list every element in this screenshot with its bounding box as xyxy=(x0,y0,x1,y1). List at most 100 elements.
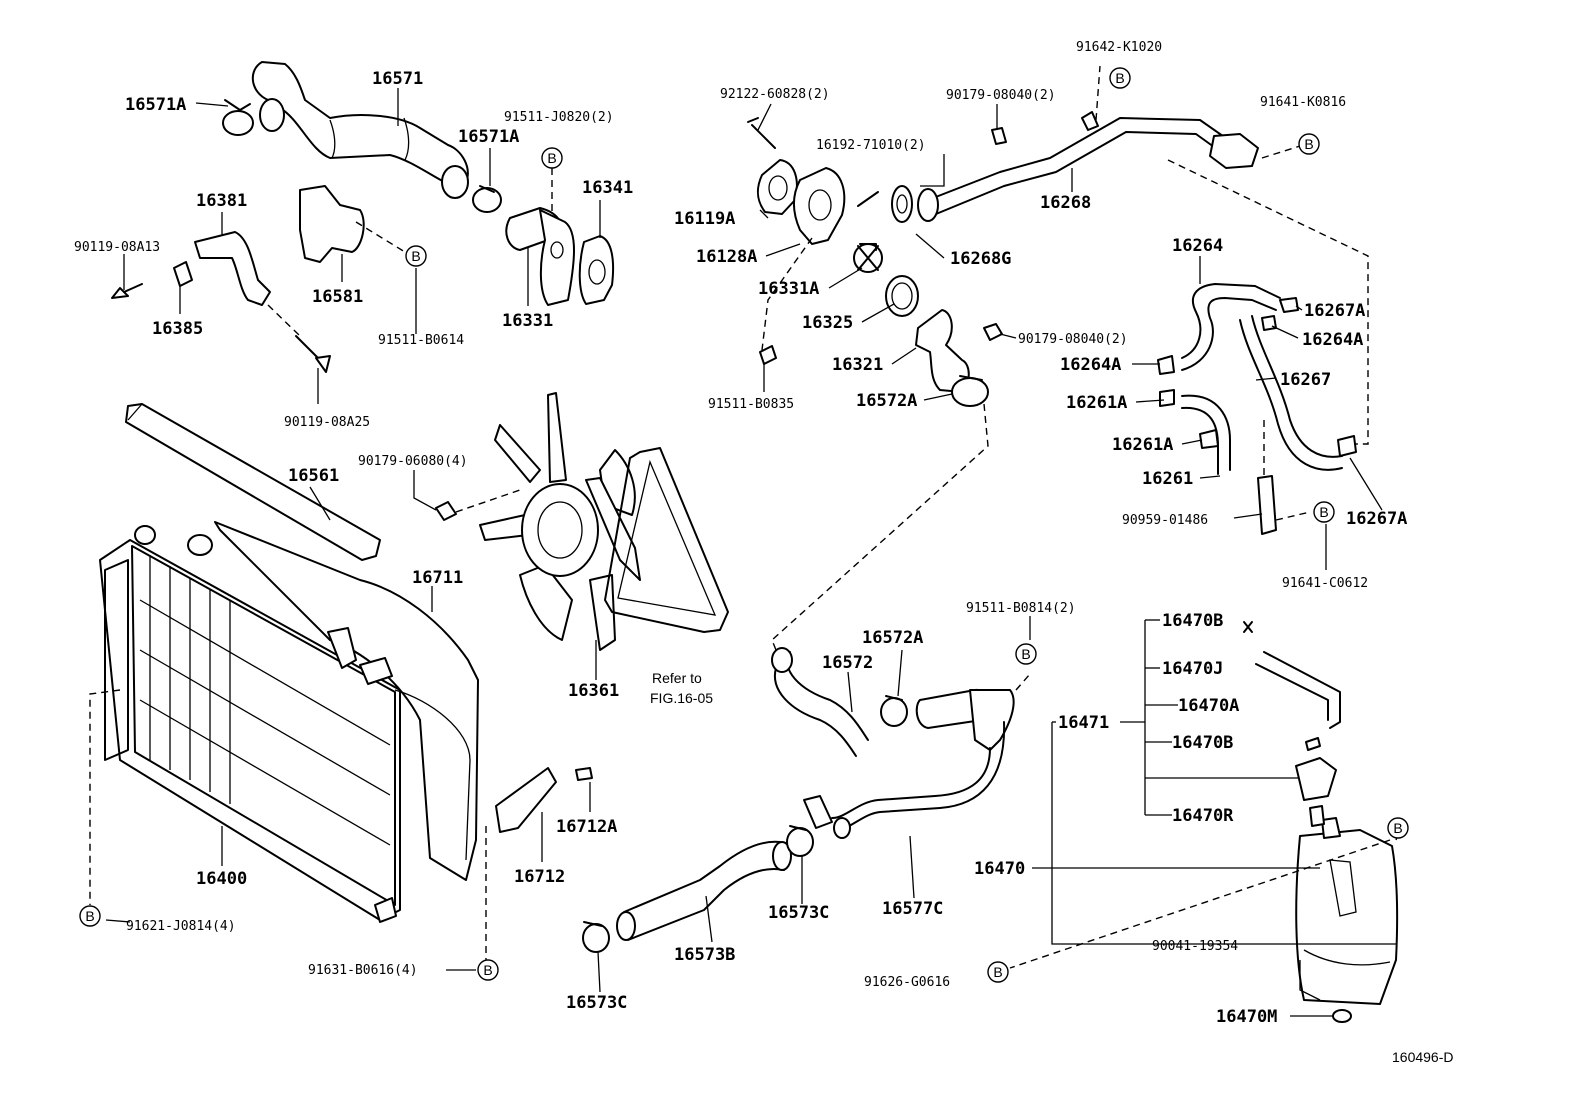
mounting-brackets-radiator xyxy=(327,627,397,923)
label-90179-06080: 90179-06080(4) xyxy=(358,454,468,469)
bolt-90119-08A13 xyxy=(111,283,143,299)
label-16261A-lower: 16261A xyxy=(1112,435,1173,455)
leader-16581-B xyxy=(355,221,406,253)
gasket-16325 xyxy=(885,275,919,317)
label-92122-60828: 92122-60828(2) xyxy=(720,87,830,102)
clip-16712A xyxy=(575,767,593,781)
stud-16192-71010 xyxy=(857,191,879,207)
svg-text:B: B xyxy=(483,962,492,978)
label-16321: 16321 xyxy=(832,355,883,375)
label-16331: 16331 xyxy=(502,311,553,331)
label-91621-J0814: 91621-J0814(4) xyxy=(126,919,236,934)
label-16400: 16400 xyxy=(196,869,247,889)
svg-text:B: B xyxy=(1021,646,1030,662)
label-16712: 16712 xyxy=(514,867,565,887)
label-90119-08A13: 90119-08A13 xyxy=(74,240,160,255)
label-16119A: 16119A xyxy=(674,209,735,229)
label-16268G: 16268G xyxy=(950,249,1011,269)
label-refer-to-line1: Refer to xyxy=(652,670,702,686)
label-16572A-upper: 16572A xyxy=(856,391,917,411)
hose-clamp-16571A-right xyxy=(472,185,502,213)
clamp-16470B-lower xyxy=(1305,737,1321,751)
leader-bracket-B xyxy=(1275,511,1311,521)
hose-bracket-90959-01486 xyxy=(1257,475,1277,535)
label-16573B: 16573B xyxy=(674,945,735,965)
label-16711: 16711 xyxy=(412,568,463,588)
bolt-marker-b-7: B xyxy=(1387,817,1409,839)
label-16264A-right: 16264A xyxy=(1302,330,1363,350)
heater-hose-16264 xyxy=(1181,283,1281,371)
label-16268: 16268 xyxy=(1040,193,1091,213)
label-16470: 16470 xyxy=(974,859,1025,879)
label-16361: 16361 xyxy=(568,681,619,701)
label-91511-B0835: 91511-B0835 xyxy=(708,397,794,412)
label-refer-to-line2: FIG.16-05 xyxy=(650,690,713,706)
bracket-16581 xyxy=(299,185,365,263)
reservoir-bracket-16470 xyxy=(1295,757,1337,801)
label-16470J: 16470J xyxy=(1162,659,1223,679)
label-91641-C0612: 91641-C0612 xyxy=(1282,576,1368,591)
lower-hose-16573B xyxy=(616,840,792,941)
label-91626-G0616: 91626-G0616 xyxy=(864,975,950,990)
part-labels: 16571 16571A 16571A 91511-J0820(2) 16341… xyxy=(74,40,1454,1065)
clip-16385 xyxy=(173,261,193,287)
svg-text:B: B xyxy=(1304,136,1313,152)
label-16261A-upper: 16261A xyxy=(1066,393,1127,413)
label-16192-71010: 16192-71010(2) xyxy=(816,138,926,153)
label-16573C-left: 16573C xyxy=(566,993,627,1013)
label-90041-19354: 90041-19354 xyxy=(1152,939,1238,954)
svg-text:B: B xyxy=(993,964,1002,980)
bolt-marker-b-1: B xyxy=(1109,67,1131,89)
label-16267A-upper: 16267A xyxy=(1304,301,1365,321)
label-16381: 16381 xyxy=(196,191,247,211)
label-90179-08040-upper: 90179-08040(2) xyxy=(946,88,1056,103)
label-90959-01486: 90959-01486 xyxy=(1122,513,1208,528)
svg-text:B: B xyxy=(1319,504,1328,520)
bypass-pipe-16268 xyxy=(917,117,1241,222)
label-16470B-upper: 16470B xyxy=(1162,611,1223,631)
leader-fan-bolt xyxy=(455,489,521,513)
hose-clamp-16573C-right xyxy=(786,825,814,857)
hose-clamp-16572A-lower xyxy=(880,695,908,727)
svg-text:B: B xyxy=(1115,70,1124,86)
label-90119-08A25: 90119-08A25 xyxy=(284,415,370,430)
water-inlet-housing-16128A xyxy=(793,167,846,245)
radiator-16400 xyxy=(99,525,401,921)
thermostat-16331A xyxy=(853,243,883,273)
label-16581: 16581 xyxy=(312,287,363,307)
leader-inlet-bolt xyxy=(761,237,813,351)
label-16577C: 16577C xyxy=(882,899,943,919)
bolt-90179-06080 xyxy=(435,501,457,521)
label-91511-B0814: 91511-B0814(2) xyxy=(966,601,1076,616)
label-90179-08040-lower: 90179-08040(2) xyxy=(1018,332,1128,347)
label-16572A-lower: 16572A xyxy=(862,628,923,648)
fan-16361 xyxy=(479,392,641,651)
label-16470B-lower: 16470B xyxy=(1172,733,1233,753)
lower-hose-16572 xyxy=(771,647,869,757)
label-16267: 16267 xyxy=(1280,370,1331,390)
water-pipe-16577C xyxy=(831,688,1015,831)
label-91642-K1020: 91642-K1020 xyxy=(1076,40,1162,55)
bolt-marker-b-6: B xyxy=(1015,643,1037,665)
label-16341: 16341 xyxy=(582,178,633,198)
label-91511-J0820: 91511-J0820(2) xyxy=(504,110,614,125)
bolt-91511-B0835 xyxy=(759,345,777,365)
label-16571A-left: 16571A xyxy=(125,95,186,115)
hose-clamps-16577C xyxy=(803,795,851,839)
svg-text:B: B xyxy=(411,248,420,264)
shroud-cover-16712 xyxy=(495,767,557,833)
leader-91642-K1020 xyxy=(1095,65,1101,121)
reservoir-filler-16470R xyxy=(1309,805,1325,827)
bolt-90179-08040-lower xyxy=(983,323,1003,341)
pipe-fitting-16268-end xyxy=(1081,111,1259,169)
label-16267A-lower: 16267A xyxy=(1346,509,1407,529)
label-16261: 16261 xyxy=(1142,469,1193,489)
hose-clamp-16573C-left xyxy=(582,921,610,953)
label-16470A: 16470A xyxy=(1178,696,1239,716)
assembly-bracket-16471 xyxy=(1051,619,1396,945)
leader-91641-K0816 xyxy=(1261,145,1301,159)
label-16264A-left: 16264A xyxy=(1060,355,1121,375)
bolt-marker-b-10: B xyxy=(987,961,1009,983)
leader-pipe-16267A xyxy=(1167,159,1369,445)
